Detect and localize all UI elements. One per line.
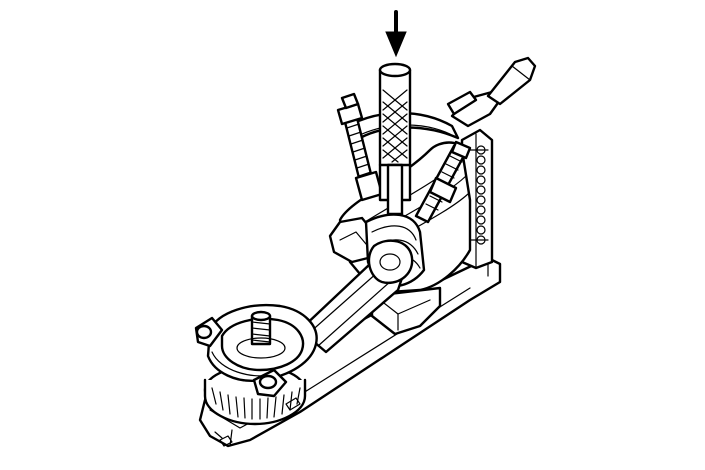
rod-cap-bolt-right: [252, 368, 288, 398]
pusher-drift: [378, 62, 412, 216]
base-notches: [219, 397, 301, 447]
safety-chain: [476, 145, 486, 245]
center-stud: [236, 310, 286, 359]
right-threaded-rod: [414, 140, 472, 224]
arrow-down-icon: [385, 10, 407, 58]
left-threaded-rod: [336, 92, 384, 202]
clamp-lever: [446, 56, 537, 128]
connecting-rod: [298, 239, 414, 354]
rod-cap-bolt-left: [194, 316, 224, 348]
fixture-block: [370, 286, 442, 336]
